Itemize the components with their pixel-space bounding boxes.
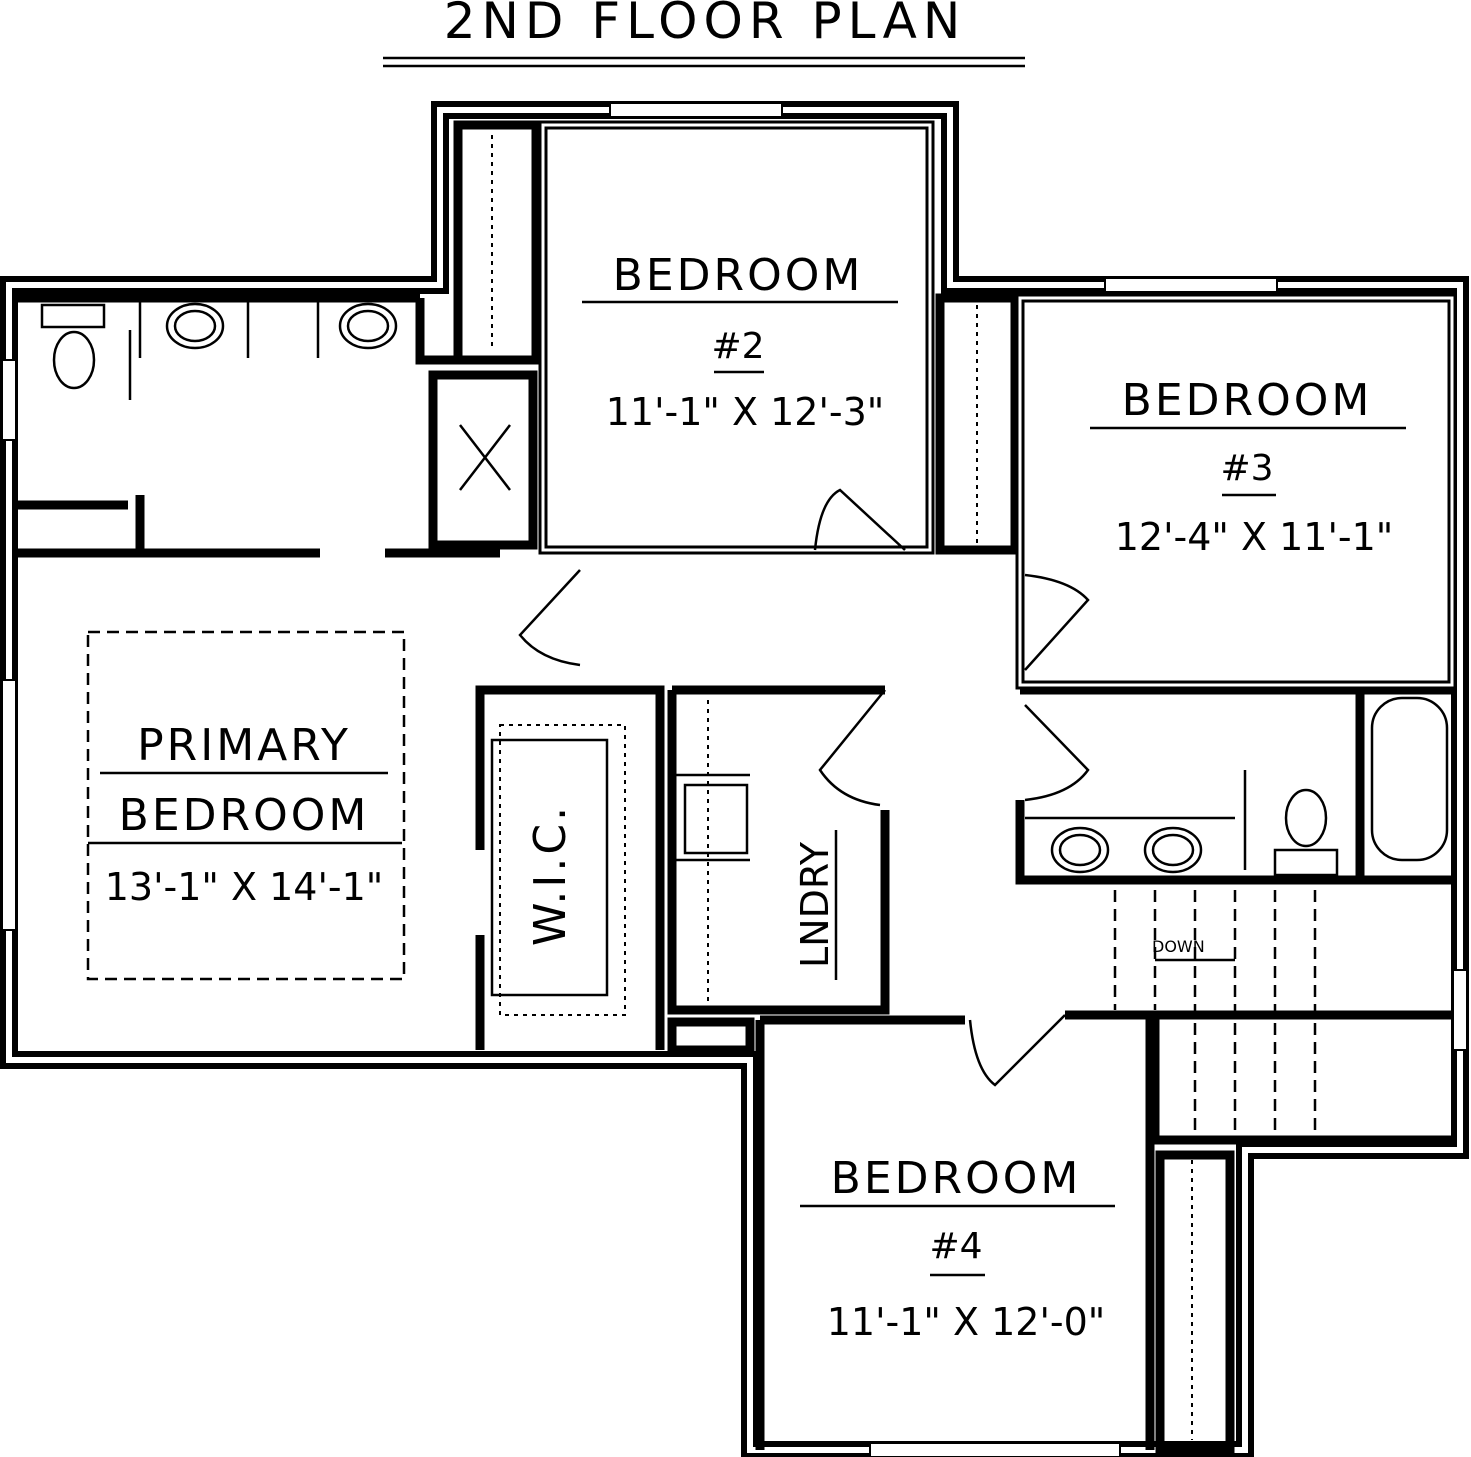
svg-text:12'-4" X 11'-1": 12'-4" X 11'-1"	[1115, 515, 1394, 559]
svg-text:#4: #4	[929, 1226, 982, 1267]
svg-text:BEDROOM: BEDROOM	[119, 790, 370, 841]
svg-text:BEDROOM: BEDROOM	[831, 1153, 1082, 1204]
closet-shelves	[490, 135, 1193, 1440]
windows	[1, 102, 1468, 1457]
staircase	[1113, 890, 1317, 1140]
exterior-walls	[0, 101, 1469, 1457]
bedroom2-label: BEDROOM #2 11'-1" X 12'-3"	[582, 250, 898, 434]
laundry-label: LNDRY	[793, 830, 838, 980]
toilet-icon	[1284, 788, 1328, 848]
sink-icon	[1143, 826, 1203, 874]
svg-text:LNDRY: LNDRY	[793, 841, 837, 968]
primary-bedroom-label: PRIMARY BEDROOM 13'-1" X 14'-1"	[88, 720, 402, 909]
svg-text:PRIMARY: PRIMARY	[137, 720, 351, 771]
sink-icon	[165, 302, 225, 350]
sink-icon	[338, 302, 398, 350]
bathroom-fixtures	[40, 300, 1449, 877]
svg-text:#2: #2	[711, 326, 764, 367]
interior-walls	[18, 120, 1457, 1455]
plan-title: 2ND FLOOR PLAN	[444, 0, 967, 50]
primary-rug-outline	[86, 630, 406, 981]
bedroom4-label: BEDROOM #4 11'-1" X 12'-0"	[800, 1153, 1115, 1344]
laundry-sink-icon	[683, 783, 749, 855]
stairs-label: DOWN	[1152, 937, 1205, 956]
shower	[459, 424, 511, 491]
svg-text:BEDROOM: BEDROOM	[1122, 375, 1373, 426]
door-swings	[128, 330, 1247, 1087]
svg-text:11'-1" X 12'-0": 11'-1" X 12'-0"	[827, 1300, 1106, 1344]
bedroom3-label: BEDROOM #3 12'-4" X 11'-1"	[1090, 375, 1406, 559]
sink-icon	[1050, 826, 1110, 874]
toilet-icon	[40, 303, 106, 329]
bathtub-icon	[1370, 696, 1449, 862]
svg-text:11'-1" X 12'-3": 11'-1" X 12'-3"	[606, 390, 885, 434]
svg-text:BEDROOM: BEDROOM	[613, 250, 864, 301]
wic-label: W.I.C.	[525, 804, 576, 946]
svg-text:#3: #3	[1220, 448, 1273, 489]
svg-text:13'-1" X 14'-1": 13'-1" X 14'-1"	[105, 865, 384, 909]
